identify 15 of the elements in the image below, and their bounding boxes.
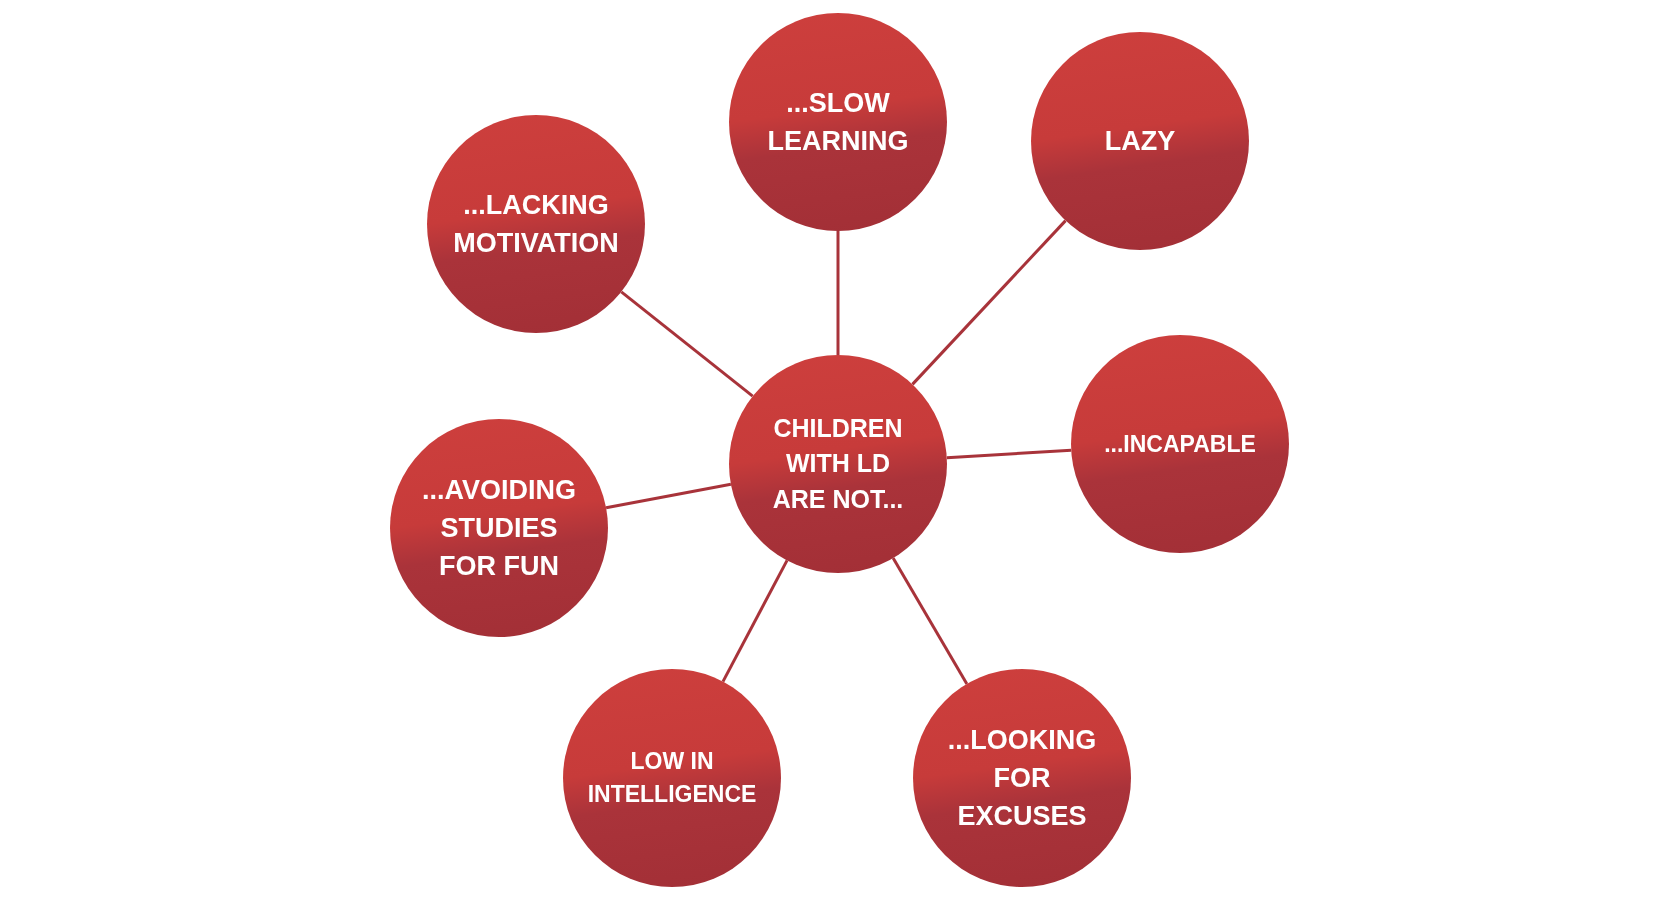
connector-line: [836, 231, 840, 355]
connector-line: [946, 448, 1072, 460]
node-label: ...SLOW LEARNING: [766, 86, 910, 158]
connector-line: [721, 559, 789, 683]
node-label: ...AVOIDING STUDIES FOR FUN: [421, 473, 577, 584]
node-label: CHILDREN WITH LD ARE NOT...: [771, 412, 905, 515]
node-label: ...INCAPABLE: [1103, 429, 1257, 459]
node-label: LOW IN INTELLIGENCE: [586, 747, 758, 809]
node-label: ...LOOKING FOR EXCUSES: [946, 723, 1098, 834]
connector-line: [891, 557, 969, 685]
connector-line: [605, 482, 732, 510]
connector-line: [620, 290, 754, 398]
connector-line: [911, 219, 1067, 386]
node-label: ...LACKING MOTIVATION: [452, 188, 620, 260]
node-label: LAZY: [1103, 124, 1177, 158]
